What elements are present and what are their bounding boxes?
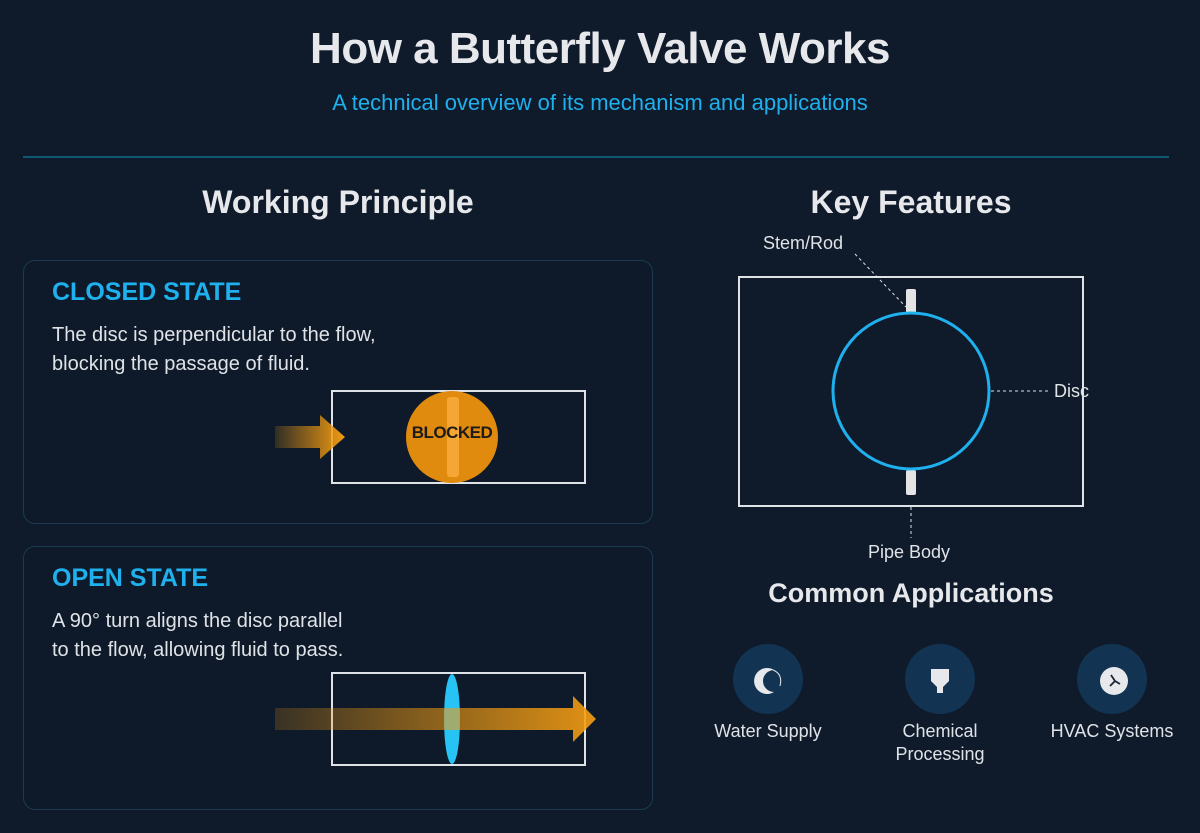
stem-leader-line [854,253,907,308]
disc-label: Disc [1054,381,1089,401]
fan-icon [1077,644,1147,714]
desc-line: blocking the passage of fluid. [52,353,310,375]
stem-label: Stem/Rod [763,233,844,253]
app-label-line: Water Supply [714,721,822,741]
page-title: How a Butterfly Valve Works [310,24,890,73]
open-valve-diagram [275,672,596,766]
flow-arrow-blocked [275,415,345,459]
page-subtitle: A technical overview of its mechanism an… [332,90,868,115]
kf-disc [831,311,991,471]
app-chemical-processing: Chemical Processing [860,644,1020,766]
app-water-supply: Water Supply [688,644,848,743]
working-principle-title: Working Principle [202,184,474,220]
pipe-body-label: Pipe Body [868,542,951,562]
app-label: Water Supply [688,720,848,743]
closed-state-title: CLOSED STATE [52,278,242,306]
closed-stem [447,397,459,477]
flow-arrow-pass [275,696,596,742]
open-state-title: OPEN STATE [52,564,209,592]
app-label-line: HVAC Systems [1050,721,1174,741]
closed-valve-diagram [275,390,586,484]
app-label: HVAC Systems [1032,720,1192,743]
open-state-description: A 90° turn aligns the disc parallel to t… [52,607,472,665]
funnel-icon [905,644,975,714]
key-features-title: Key Features [810,184,1012,220]
app-hvac-systems: HVAC Systems [1032,644,1192,743]
desc-line: The disc is perpendicular to the flow, [52,324,376,346]
desc-line: to the flow, allowing fluid to pass. [52,639,344,661]
header-divider [23,156,1169,158]
kf-stem-top [906,289,916,313]
app-label-line: Chemical [902,721,978,741]
key-features-diagram [738,253,1084,538]
app-label: Chemical Processing [860,720,1020,766]
app-label-line: Processing [895,744,985,764]
blocked-label: BLOCKED [411,423,493,442]
closed-state-description: The disc is perpendicular to the flow, b… [52,321,472,379]
kf-pipe-body [738,276,1084,507]
water-drop-icon [733,644,803,714]
common-applications-title: Common Applications [768,578,1054,608]
desc-line: A 90° turn aligns the disc parallel [52,610,343,632]
kf-stem-bottom [906,470,916,495]
